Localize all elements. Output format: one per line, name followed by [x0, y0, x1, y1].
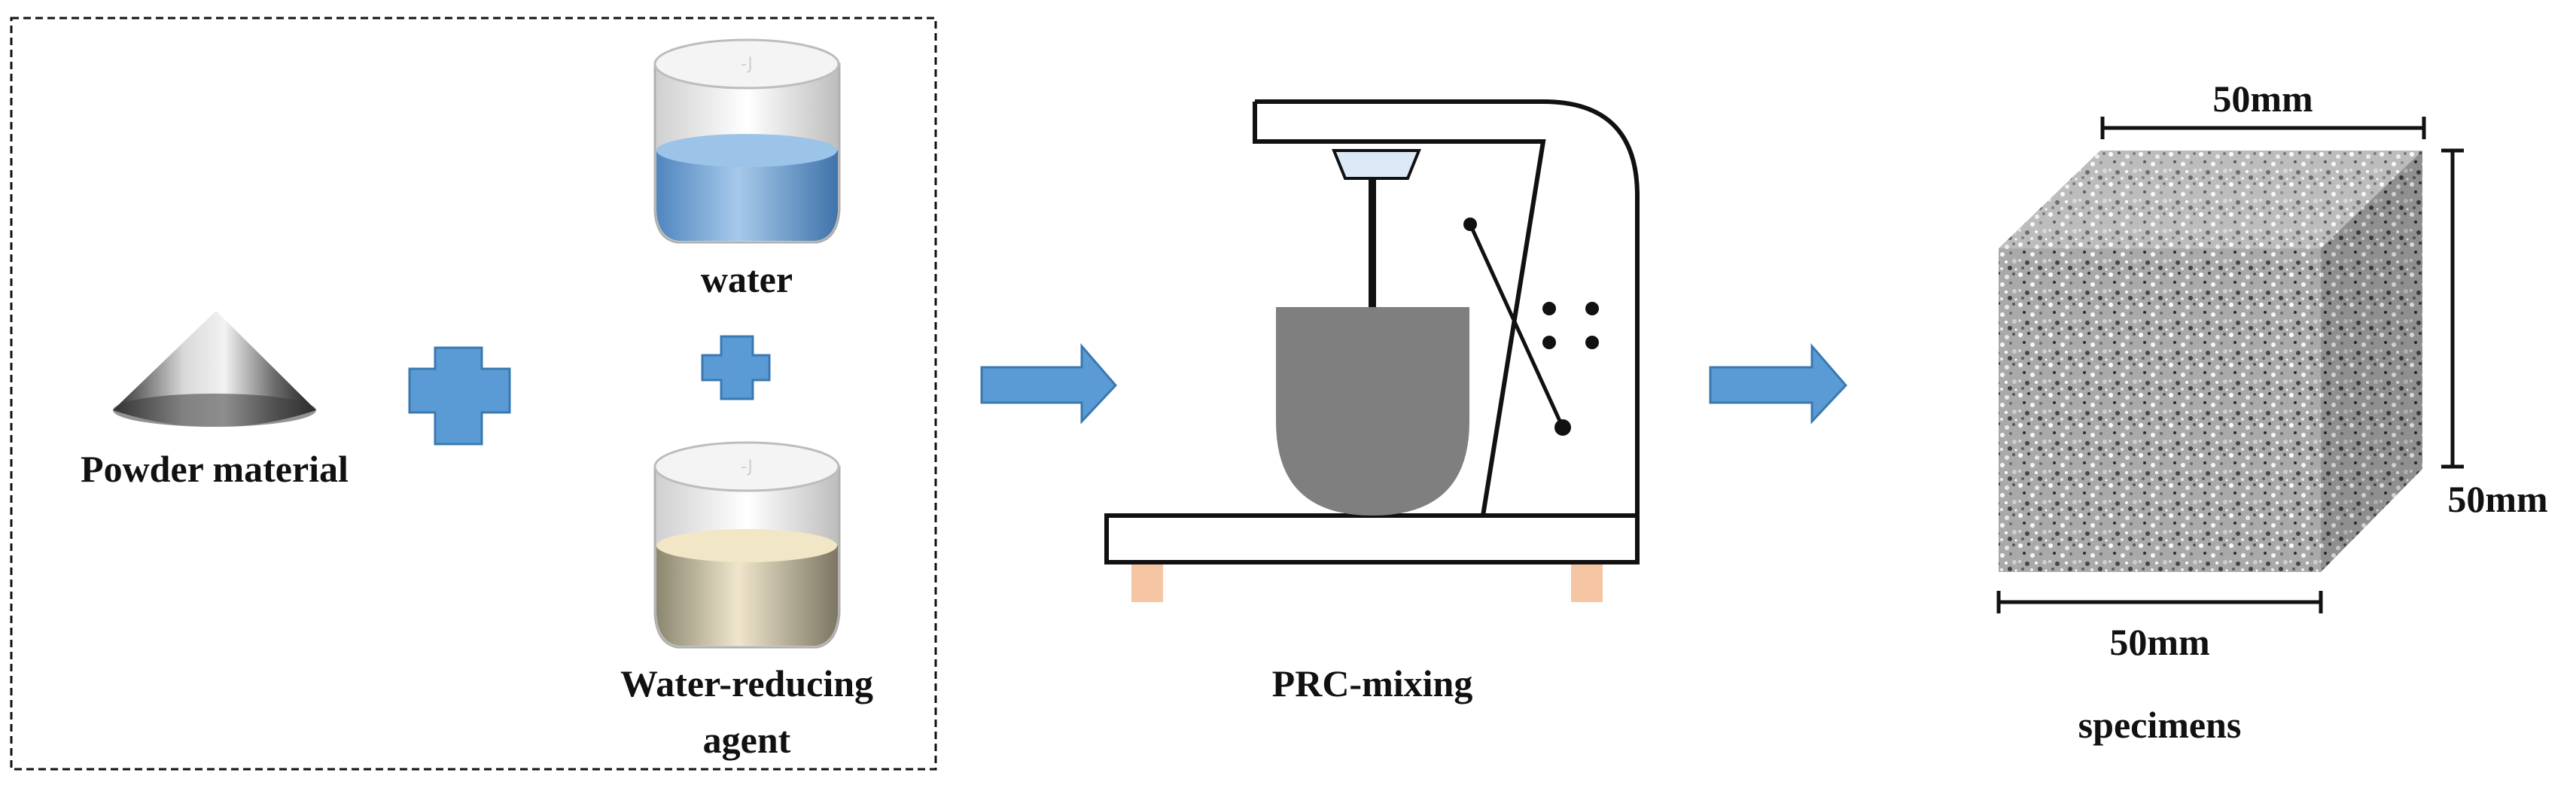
dim-bottom-label: 50mm — [2109, 621, 2209, 663]
mixer-foot-left — [1131, 564, 1163, 602]
mixer-bowl — [1276, 307, 1469, 516]
powder-cone — [113, 311, 316, 427]
control-dots — [1542, 302, 1599, 349]
plus-icon — [408, 346, 511, 446]
arrow-right-icon-2 — [1709, 342, 1848, 424]
lever-knob — [1554, 419, 1571, 436]
concrete-cube — [1999, 151, 2422, 572]
mixer-foot-right — [1571, 564, 1603, 602]
dim-right-label: 50mm — [2447, 478, 2547, 520]
mixing-label: PRC-mixing — [1272, 662, 1473, 704]
reducer-label-line2: agent — [703, 719, 791, 761]
water-label: water — [701, 258, 793, 300]
reducer-label-line1: Water-reducing — [620, 662, 873, 704]
dimension-right — [2441, 148, 2464, 469]
powder-label: Powder material — [81, 448, 349, 490]
arrow-right-icon — [980, 342, 1118, 424]
plus-icon-small — [701, 335, 771, 400]
dimension-bottom — [1996, 591, 2323, 613]
specimens-label: specimens — [2078, 704, 2242, 746]
dim-top-label: 50mm — [2212, 78, 2313, 120]
ingredients-frame — [10, 17, 937, 771]
mixer — [1104, 99, 1640, 564]
lever-pivot — [1463, 218, 1477, 231]
svg-text:-J: -J — [741, 55, 753, 74]
reducer-beaker: -J — [653, 441, 841, 649]
svg-text:-J: -J — [741, 458, 753, 476]
water-beaker: -J — [653, 38, 841, 244]
dimension-top — [2100, 117, 2426, 139]
